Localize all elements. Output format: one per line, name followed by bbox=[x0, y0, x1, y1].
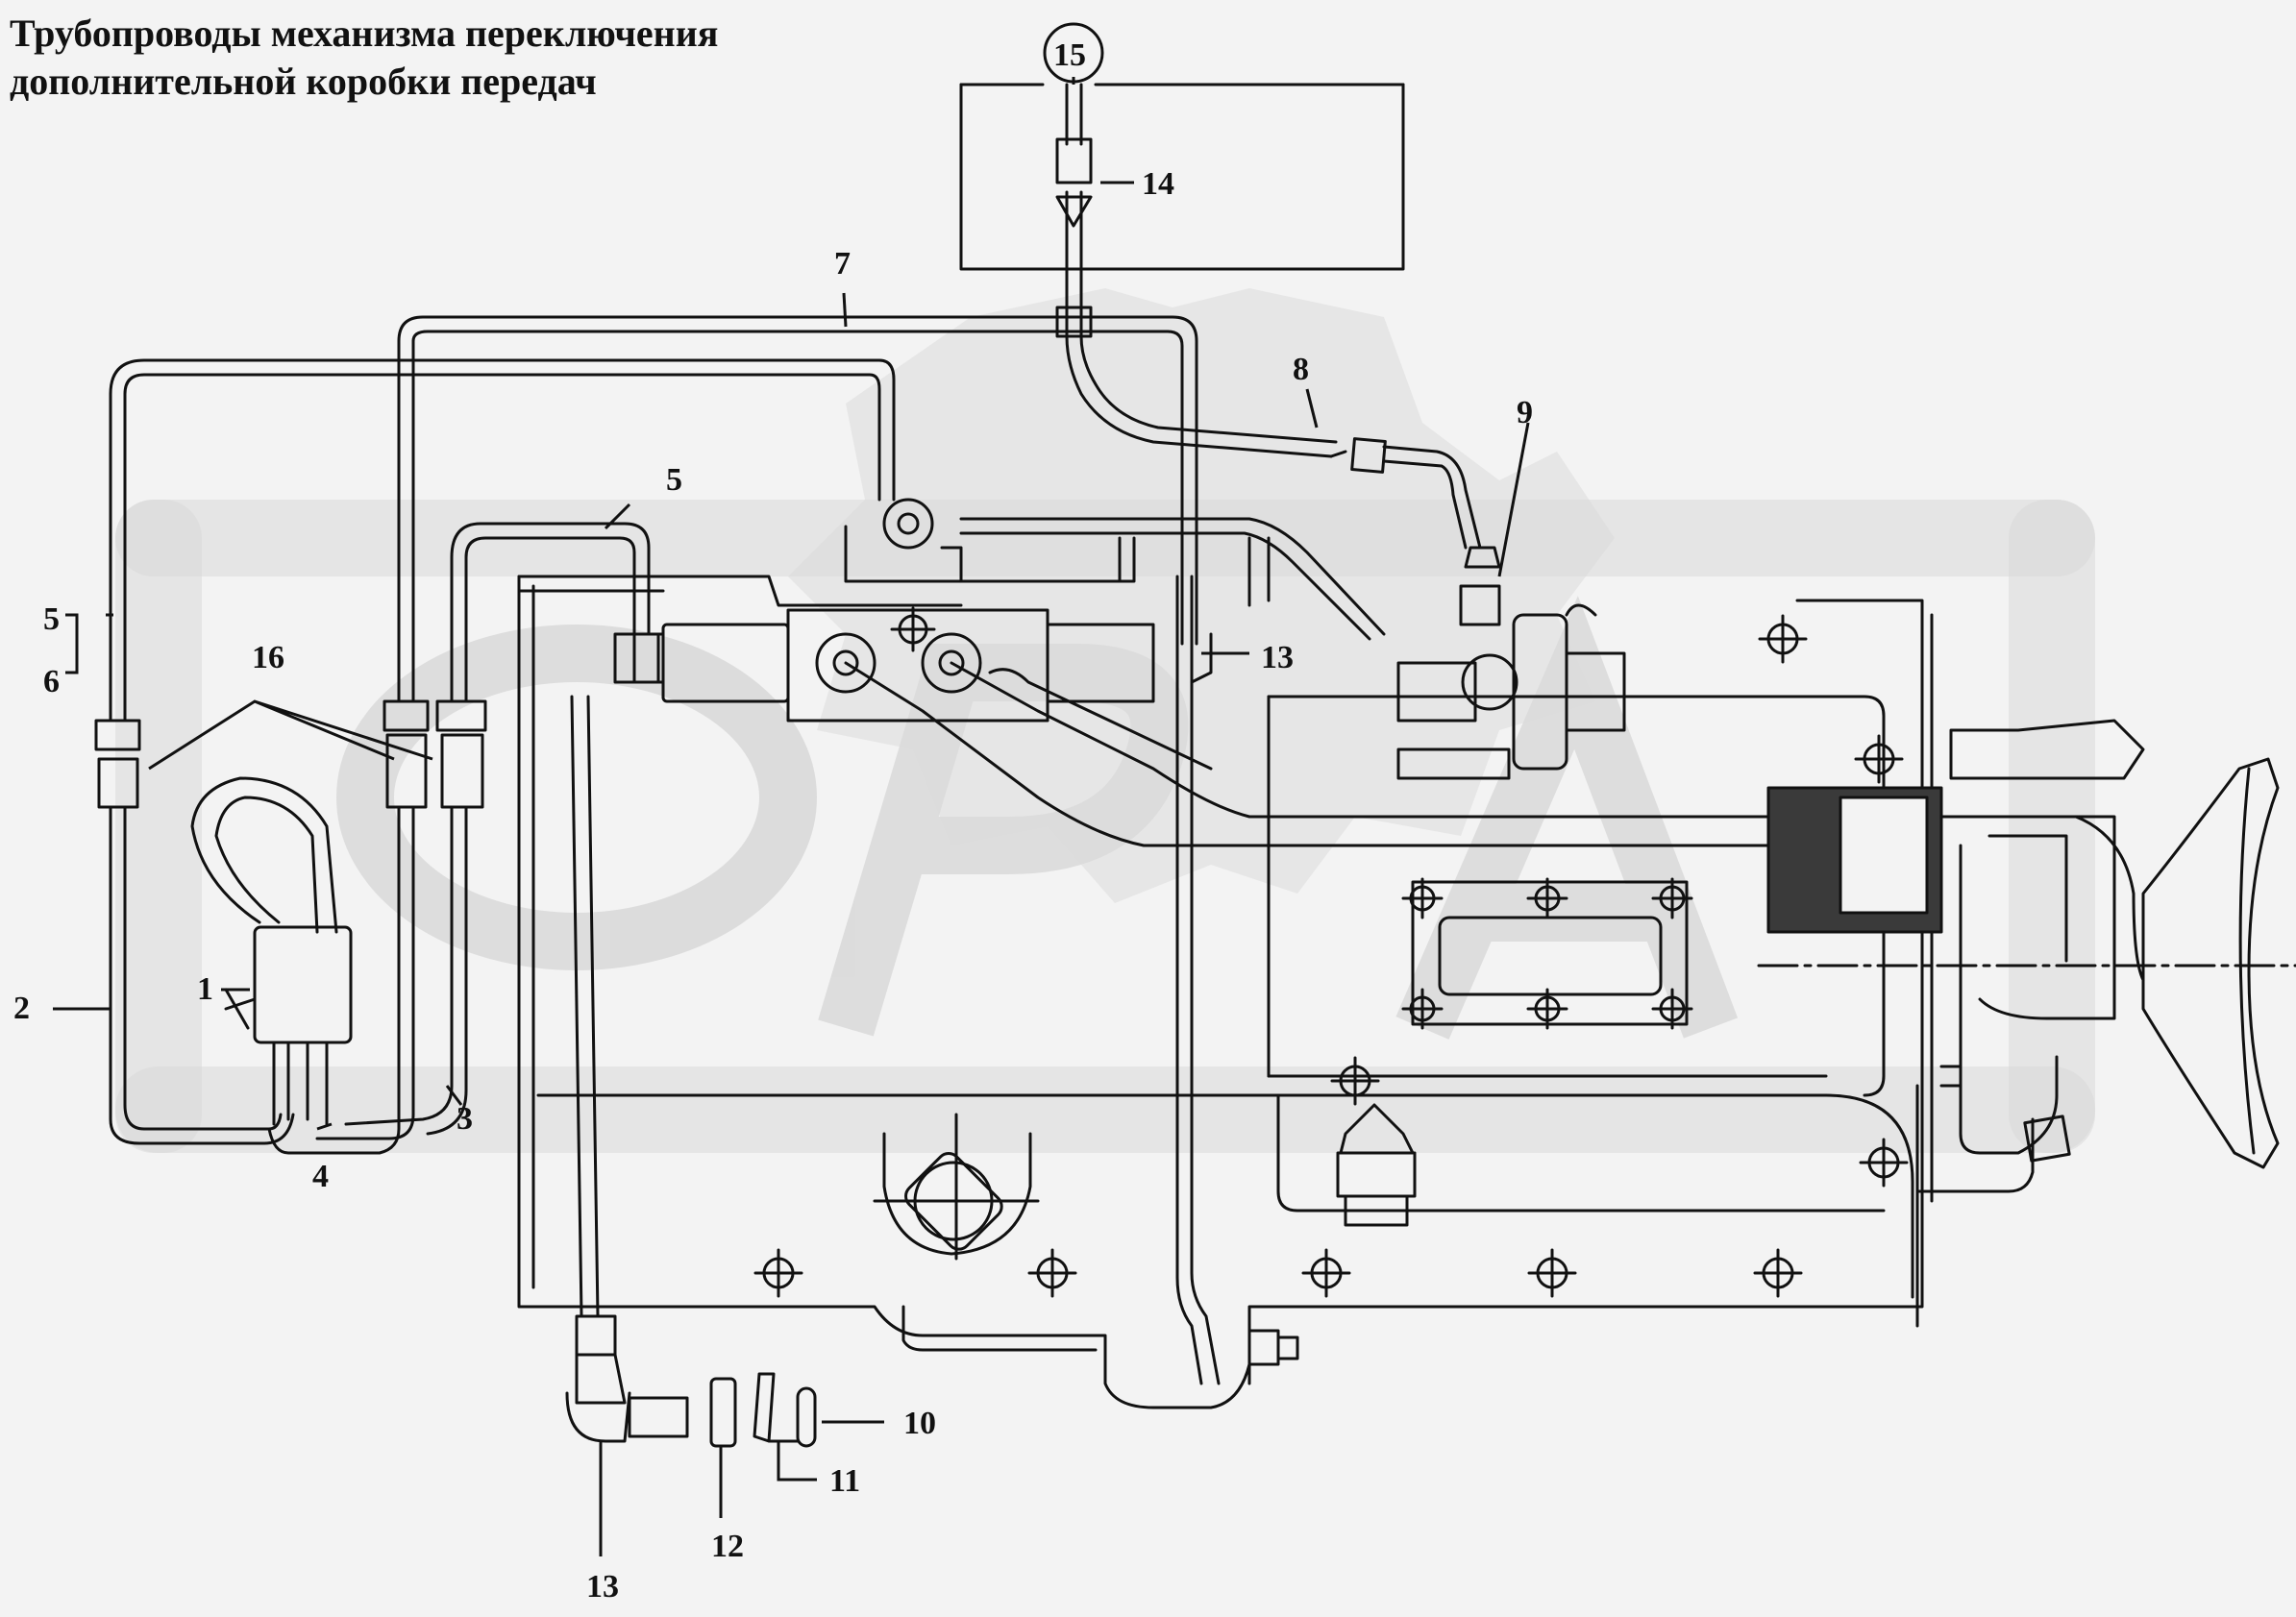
callout-15: 15 bbox=[1053, 37, 1086, 73]
output-flange bbox=[1757, 719, 2296, 1193]
drain-plug bbox=[873, 1113, 1040, 1261]
callout-12: 12 bbox=[711, 1529, 744, 1564]
pipe-5-right bbox=[344, 522, 651, 1136]
callout-16: 16 bbox=[252, 640, 284, 675]
callout-6: 6 bbox=[43, 664, 60, 699]
valve-block bbox=[517, 498, 1770, 847]
callout-10: 10 bbox=[903, 1406, 936, 1441]
callout-13-bottom: 13 bbox=[586, 1569, 619, 1605]
bolts bbox=[753, 606, 1909, 1298]
cylinder-1 bbox=[190, 776, 353, 1126]
lower-pipe bbox=[1175, 575, 1299, 1385]
callout-7: 7 bbox=[834, 246, 851, 282]
valve-9 bbox=[1396, 584, 1626, 780]
gearbox-housing bbox=[517, 575, 1934, 1409]
callout-1: 1 bbox=[197, 971, 213, 1007]
bottom-assembly bbox=[565, 632, 817, 1448]
callout-13-top: 13 bbox=[1261, 640, 1294, 675]
callout-3: 3 bbox=[457, 1101, 473, 1137]
fittings-16 bbox=[94, 699, 487, 809]
title-line-2: дополнительной коробки передач bbox=[10, 60, 597, 103]
callout-14: 14 bbox=[1142, 166, 1174, 202]
callout-15-circle bbox=[1043, 22, 1104, 84]
callout-2: 2 bbox=[13, 991, 30, 1026]
callout-8: 8 bbox=[1293, 352, 1309, 387]
callout-4: 4 bbox=[312, 1159, 329, 1194]
inspection-cover bbox=[1411, 880, 1689, 1026]
callouts: 2 1 3 4 5 6 16 5 7 8 9 13 14 15 10 11 12… bbox=[13, 37, 1533, 1605]
callout-5-right: 5 bbox=[666, 462, 682, 498]
callout-9: 9 bbox=[1517, 395, 1533, 430]
diagram-title: Трубопроводы механизма переключения допо… bbox=[10, 10, 718, 106]
watermark-logo bbox=[115, 288, 2095, 1153]
pipe-7 bbox=[267, 315, 1198, 1155]
callout-11: 11 bbox=[829, 1463, 860, 1499]
callout-5-left: 5 bbox=[43, 601, 60, 637]
pipe-loop-2 bbox=[109, 358, 896, 1145]
cab-panel bbox=[959, 83, 1405, 271]
title-line-1: Трубопроводы механизма переключения bbox=[10, 12, 719, 55]
breather bbox=[1336, 1103, 1417, 1227]
leader-lines bbox=[53, 77, 1530, 1556]
fitting-14 bbox=[1055, 83, 1093, 338]
pipe-8 bbox=[1065, 190, 1501, 569]
